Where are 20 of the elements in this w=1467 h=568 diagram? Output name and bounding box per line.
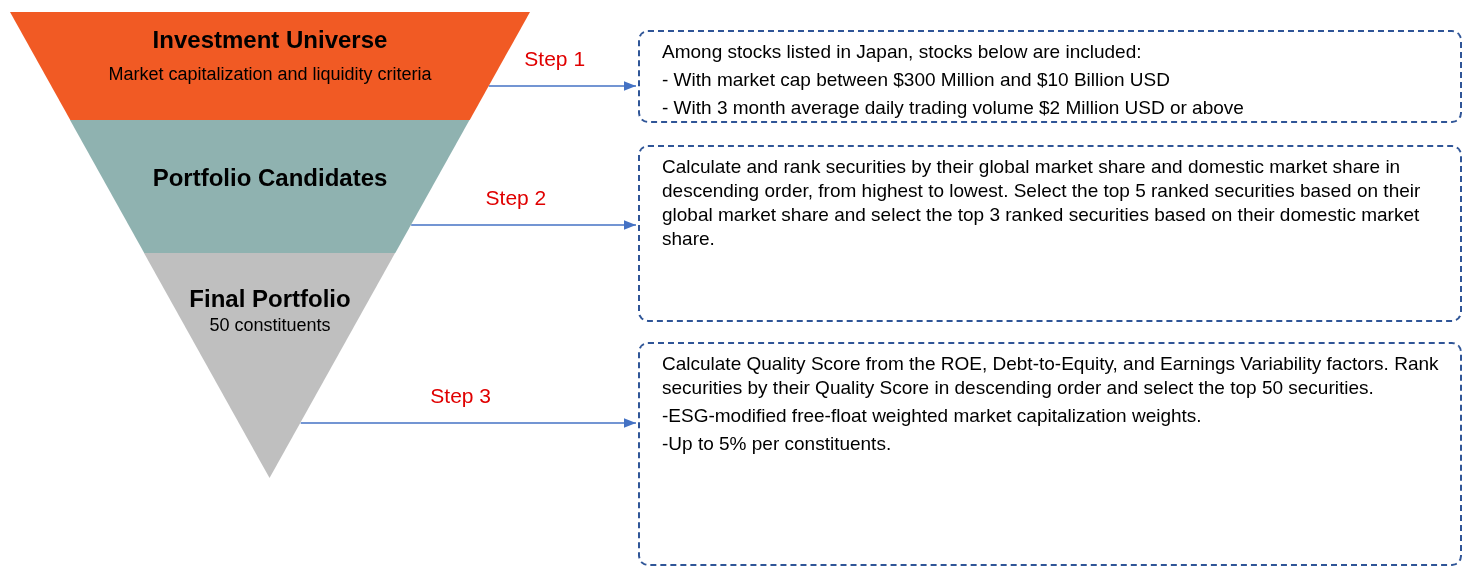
description-text: - With 3 month average daily trading volume $2 Million USD or above [662,96,1245,120]
funnel-band [70,120,470,253]
band-subtitle: Market capitalization and liquidity criteria [107,64,433,85]
band-title: Final Portfolio [188,285,352,313]
arrow [487,81,637,91]
band-subtitle: 50 constituents [208,315,332,336]
band-title: Portfolio Candidates [151,164,389,192]
step-description-box [638,30,1462,123]
description-text: -ESG-modified free-float weighted market capitalization weights. [662,404,1203,428]
step-description-box [638,342,1462,566]
step-description-box [638,145,1462,322]
arrow [299,418,637,428]
arrow [410,220,637,230]
description-text: Calculate Quality Score from the ROE, Debt-to-Equity, and Earnings Variability factors. Rank securities by their Quality Score in descending order and select the top 50 securities. [662,352,1440,400]
description-text: Among stocks listed in Japan, stocks below are included: [662,40,1143,64]
description-text: - With market cap between $300 Million and $10 Billion USD [662,68,1171,92]
description-text: -Up to 5% per constituents. [662,432,893,456]
band-title: Investment Universe [151,26,389,54]
funnel-band [144,253,396,478]
description-text: Calculate and rank securities by their global market share and domestic market share in descending order, from highest to lowest. Select the top 5 ranked securities based on their global market share and select the top 3 ranked securities based on their domestic market share. [662,155,1422,251]
